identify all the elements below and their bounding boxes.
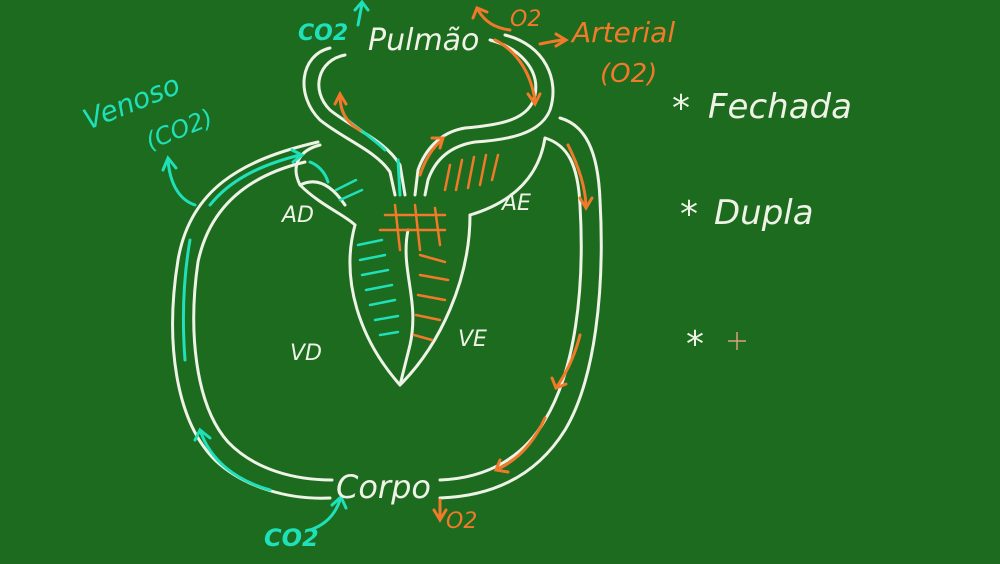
left-heart-hatching	[378, 153, 500, 342]
note-bullet: *	[672, 88, 690, 129]
vd-label: VD	[290, 341, 322, 366]
arterial-sub-label: (O2)	[600, 59, 657, 89]
o2-bottom-label: O2	[446, 509, 477, 534]
co2-bottom-label: CO2	[264, 524, 319, 552]
arterial-label: Arterial	[570, 16, 675, 49]
note-dupla: Dupla	[714, 193, 814, 233]
right-heart-hatching	[334, 178, 400, 337]
note-bullet: *	[686, 324, 704, 365]
pulmonary-vessels	[302, 33, 555, 197]
note-fechada: Fechada	[708, 87, 852, 127]
co2-bottom-arrow	[308, 494, 348, 532]
heart	[294, 136, 547, 387]
corpo-label: Corpo	[336, 468, 431, 506]
co2-top-label: CO2	[298, 21, 348, 46]
crosshair-cursor-icon	[728, 332, 746, 350]
venoso-sub-label: (CO2)	[142, 104, 217, 156]
ad-label: AD	[280, 203, 314, 228]
venous-flow-arrows	[161, 0, 402, 492]
systemic-circuit	[171, 116, 603, 500]
ae-label: AE	[500, 191, 531, 216]
arterial-flow-arrows	[333, 6, 594, 523]
note-bullet: *	[680, 194, 698, 235]
pulmao-label: Pulmão	[368, 23, 479, 58]
notes-list: * Fechada * Dupla *	[672, 87, 852, 365]
ve-label: VE	[458, 327, 487, 352]
o2-top-label: O2	[510, 7, 541, 32]
